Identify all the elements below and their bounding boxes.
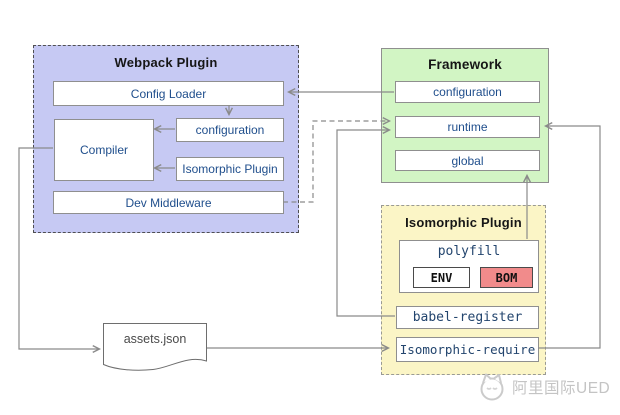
isomorphic-plugin-title: Isomorphic Plugin [405,215,522,230]
framework-container: Framework configuration runtime global [381,48,549,183]
node-isomorphic-plugin-small: Isomorphic Plugin [176,157,284,181]
ued-logo-icon [480,373,504,401]
node-config-loader: Config Loader [53,81,284,106]
webpack-plugin-container: Webpack Plugin Config Loader Compiler co… [33,45,299,233]
node-runtime: runtime [395,116,540,138]
node-dev-middleware: Dev Middleware [53,191,284,214]
framework-title: Framework [428,57,502,72]
webpack-plugin-title: Webpack Plugin [114,55,218,70]
isomorphic-plugin-container: Isomorphic Plugin polyfill ENV BOM babel… [381,205,546,375]
node-polyfill: polyfill ENV BOM [399,240,539,293]
polyfill-label: polyfill [437,244,501,259]
watermark-text: 阿里国际UED [512,380,611,397]
assets-json-label: assets.json [123,332,187,346]
node-babel-register: babel-register [396,306,539,329]
node-framework-configuration: configuration [395,81,540,103]
assets-json-document [103,323,207,371]
watermark: 阿里国际UED [476,371,610,403]
node-global: global [395,150,540,171]
node-bom: BOM [480,267,533,288]
node-isomorphic-require: Isomorphic-require [396,337,539,362]
node-env: ENV [413,267,470,288]
node-webpack-configuration: configuration [176,118,284,142]
node-compiler: Compiler [54,119,154,181]
